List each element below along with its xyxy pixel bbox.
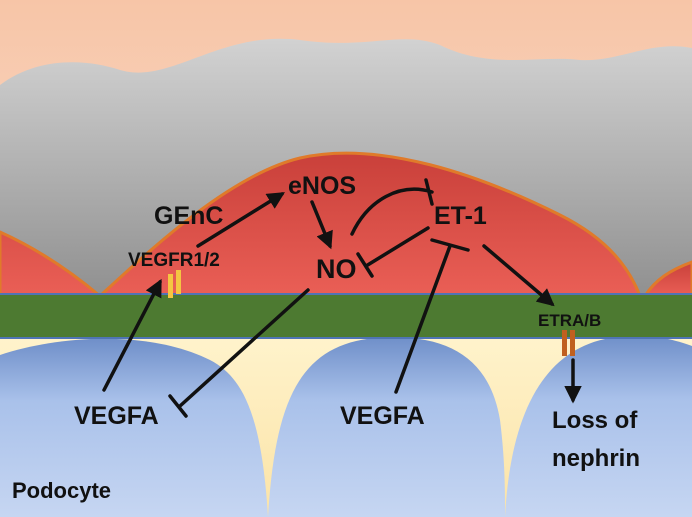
podocyte-center bbox=[268, 337, 505, 517]
label-podocyte: Podocyte bbox=[12, 478, 111, 503]
label-loss-of: Loss of bbox=[552, 407, 638, 434]
label-et1: ET-1 bbox=[434, 202, 487, 230]
label-etrab: ETRA/B bbox=[538, 311, 601, 330]
arrow-enos-to-no bbox=[310, 200, 333, 250]
inhibit-vegfa-to-et1 bbox=[394, 244, 452, 394]
label-vegfr: VEGFR1/2 bbox=[128, 250, 220, 271]
arrow-vegfr-to-enos bbox=[196, 192, 285, 248]
label-nephrin: nephrin bbox=[552, 445, 640, 472]
vegfr-receptor bbox=[168, 270, 181, 298]
etrab-receptor bbox=[562, 330, 575, 356]
label-vegfa-left: VEGFA bbox=[74, 402, 159, 430]
inhibit-no-to-et1 bbox=[350, 187, 434, 236]
podocyte-left bbox=[0, 338, 268, 517]
basement-membrane bbox=[0, 294, 692, 338]
arrow-et1-to-etrab bbox=[482, 244, 555, 307]
label-enos: eNOS bbox=[288, 172, 356, 200]
inhibit-no-to-vegfa bbox=[178, 288, 310, 408]
endothelial-cell-right bbox=[642, 260, 692, 298]
arrow-vegfa-to-vegfr bbox=[102, 278, 162, 392]
podocyte-right bbox=[505, 335, 692, 517]
label-genc: GEnC bbox=[154, 202, 223, 230]
label-vegfa-center: VEGFA bbox=[340, 402, 425, 430]
inhibit-et1-to-no bbox=[364, 226, 430, 268]
label-no: NO bbox=[316, 254, 357, 284]
